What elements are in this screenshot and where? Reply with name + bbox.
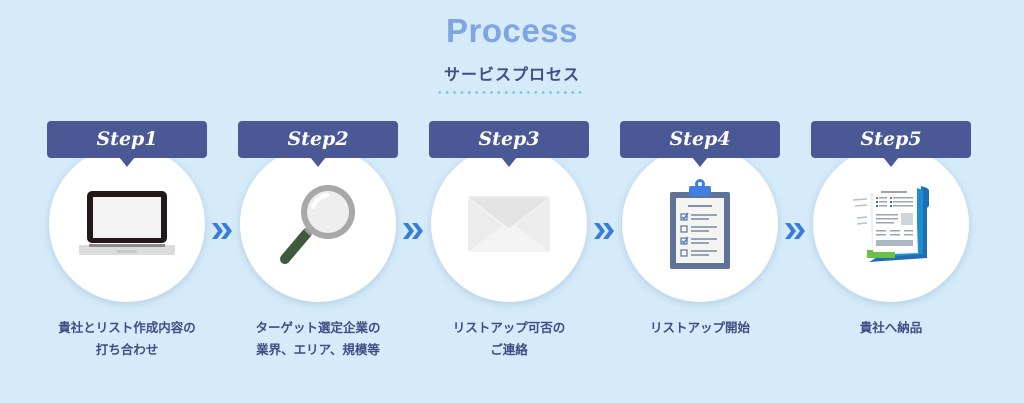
step-circle	[49, 146, 205, 302]
step-circle	[622, 146, 778, 302]
step-circle	[813, 146, 969, 302]
step-caption: リストアップ開始	[649, 320, 750, 335]
section-subtitle: サービスプロセス	[443, 65, 580, 84]
laptop-icon	[77, 189, 177, 259]
envelope-icon	[467, 195, 551, 253]
step-caption: リストアップ可否の ご連絡	[452, 320, 566, 357]
magnifier-icon	[273, 179, 363, 269]
step-label: Step5	[811, 121, 971, 167]
step-circle	[431, 146, 587, 302]
step-label: Step1	[47, 121, 207, 167]
step-label: Step3	[429, 121, 589, 167]
double-chevron-right-icon	[593, 221, 615, 241]
step-label: Step4	[620, 121, 780, 167]
step-circle	[240, 146, 396, 302]
step-label: Step2	[238, 121, 398, 167]
double-chevron-right-icon	[402, 221, 424, 241]
double-chevron-right-icon	[211, 221, 233, 241]
step-caption: ターゲット選定企業の 業界、エリア、規模等	[255, 320, 381, 357]
clipboard-checklist-icon	[668, 178, 732, 270]
double-chevron-right-icon	[784, 221, 806, 241]
step-caption: 貴社へ納品	[859, 320, 923, 335]
section-title: Process	[446, 12, 578, 49]
dotted-divider	[436, 91, 584, 94]
documents-folder-icon	[849, 182, 933, 266]
step-caption: 貴社とリスト作成内容の 打ち合わせ	[58, 320, 196, 357]
